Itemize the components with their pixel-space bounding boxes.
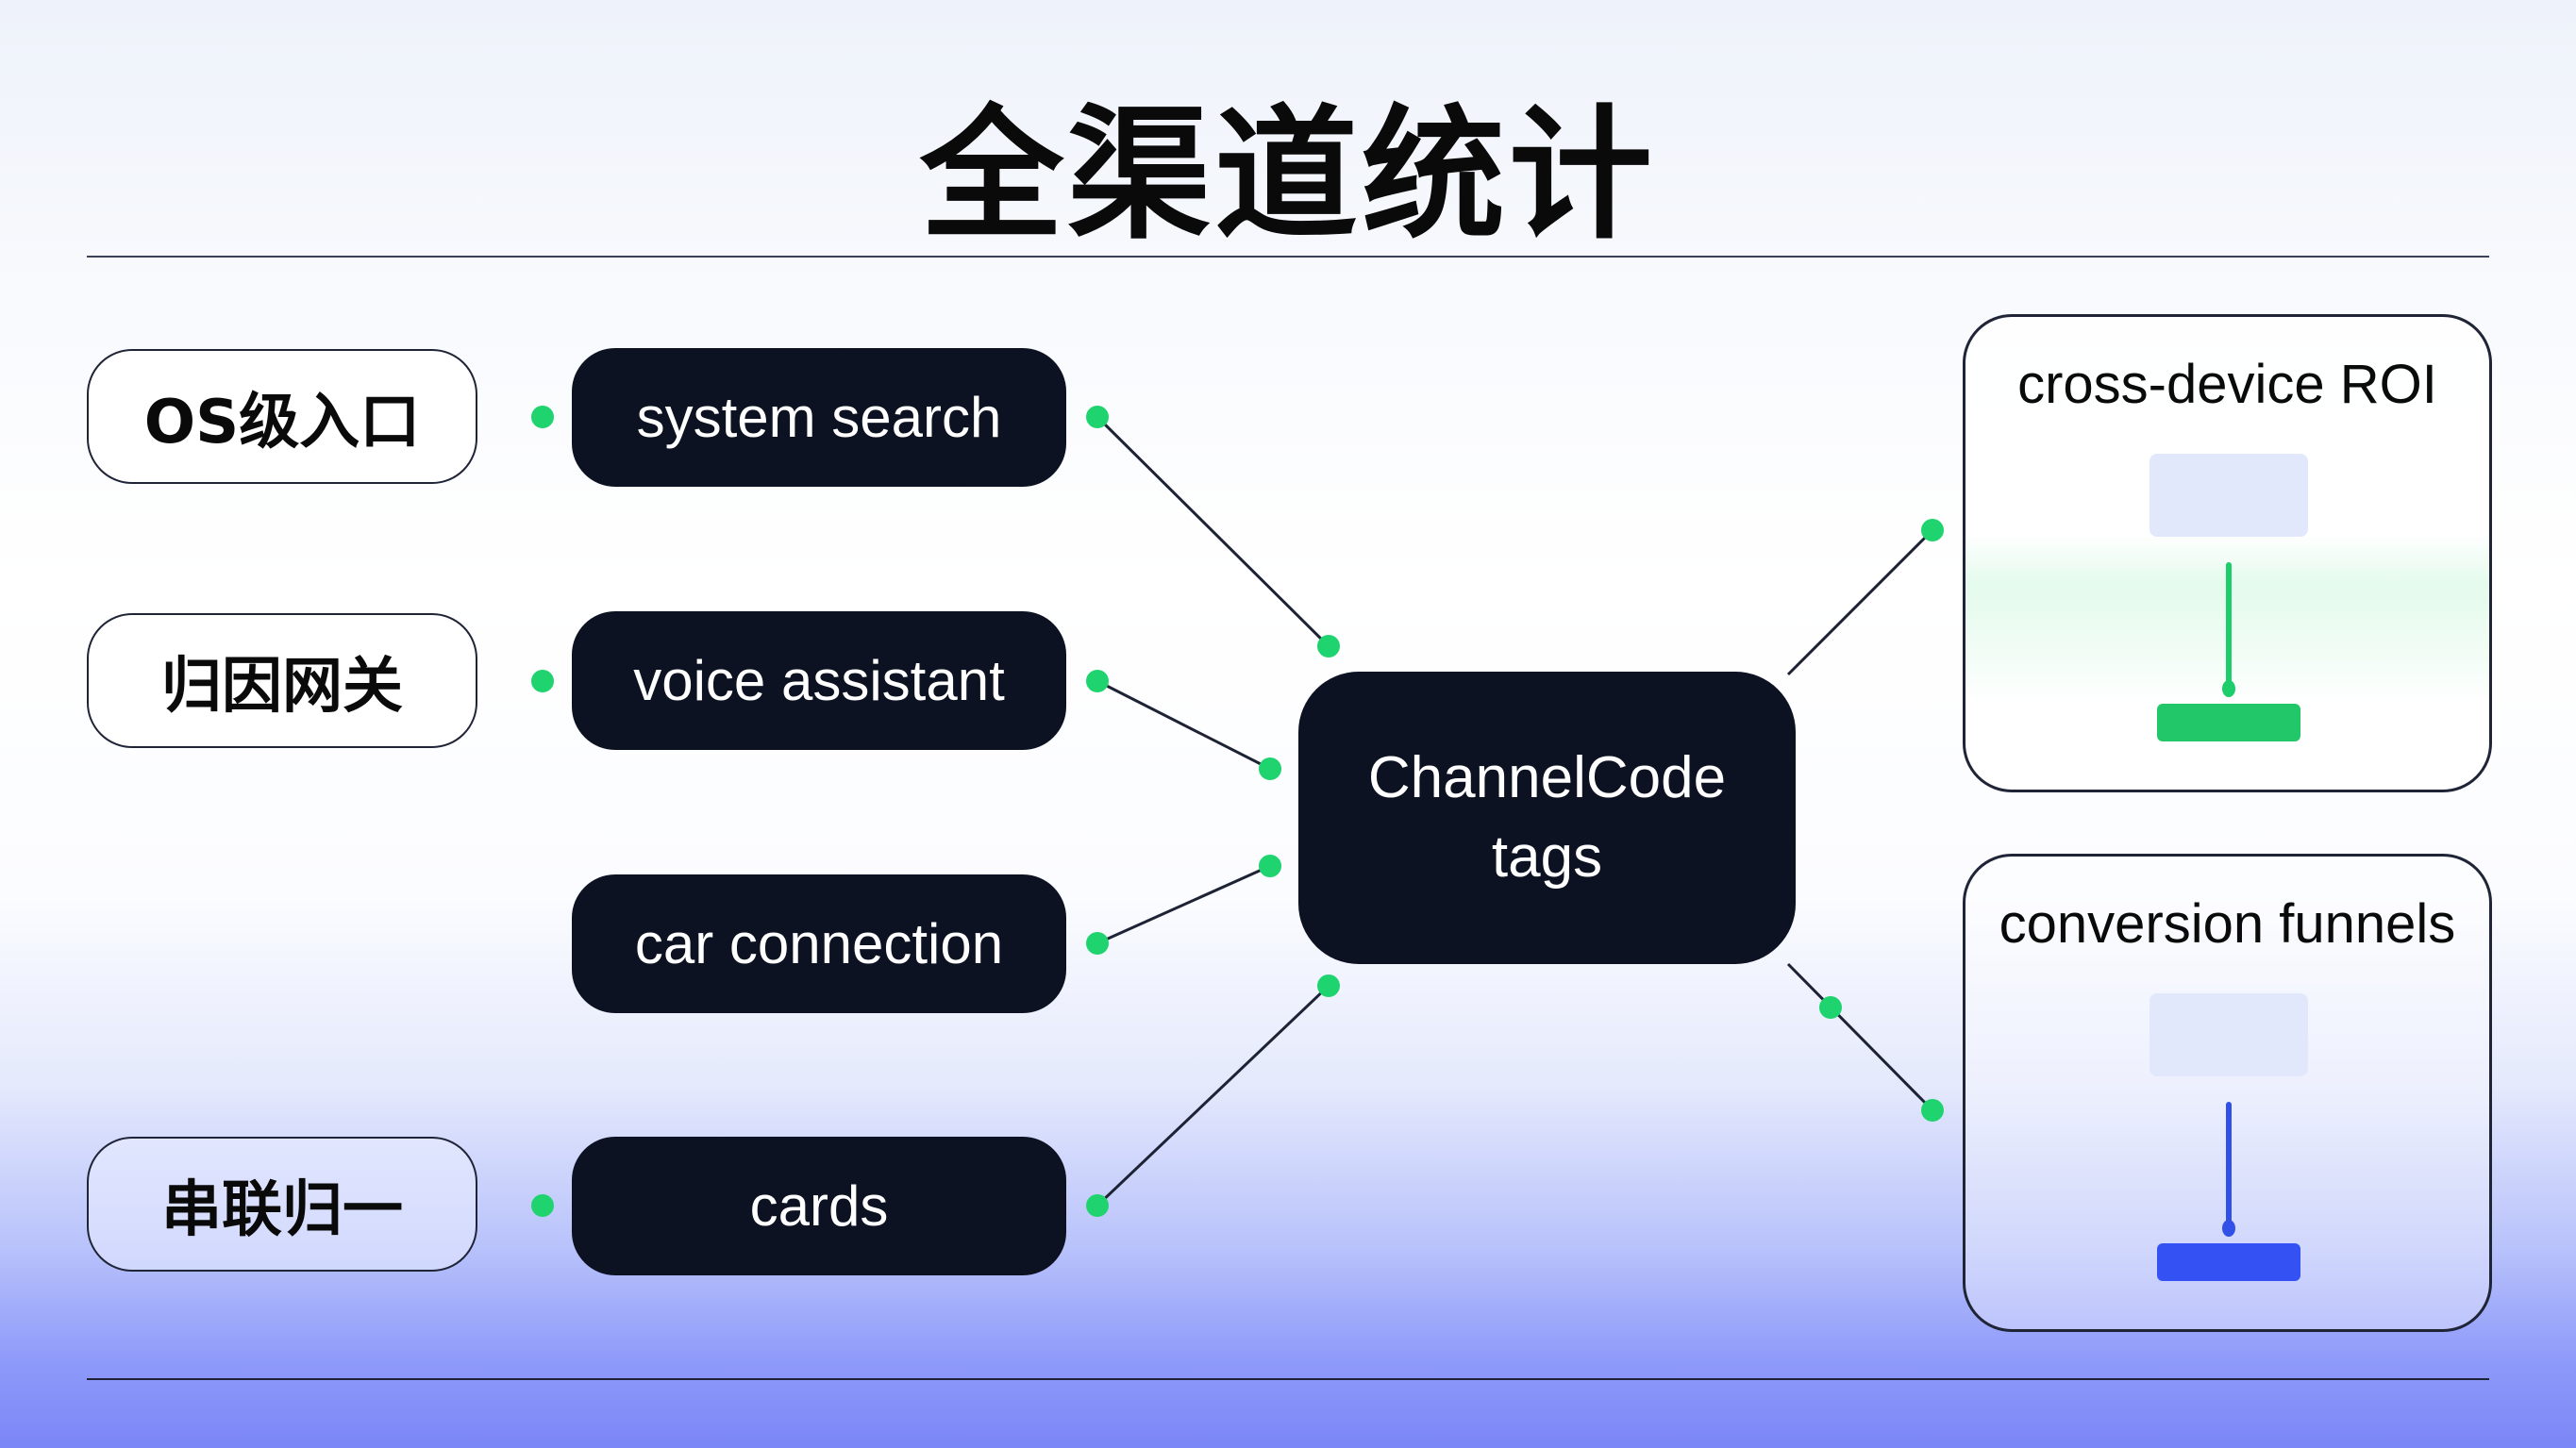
- connector-hub-roi: [1786, 528, 1934, 676]
- connector-cards-hub: [1096, 984, 1330, 1207]
- label-os-entry: OS级入口: [87, 349, 477, 484]
- source-block-icon: [2149, 454, 2308, 537]
- connector-dot: [1921, 1099, 1944, 1122]
- flow-dot-icon: [2222, 1220, 2235, 1237]
- bottom-divider: [87, 1378, 2489, 1380]
- connector-voice-assistant-hub: [1096, 679, 1271, 771]
- connector-dot: [531, 1194, 554, 1217]
- panel-conversion-funnels[interactable]: conversion funnels: [1963, 854, 2492, 1332]
- node-voice-assistant[interactable]: voice assistant: [572, 611, 1066, 750]
- connector-hub-funnels: [1786, 962, 1934, 1112]
- node-car-connection[interactable]: car connection: [572, 874, 1066, 1013]
- target-block-icon: [2157, 704, 2300, 741]
- target-block-icon: [2157, 1243, 2300, 1281]
- node-system-search[interactable]: system search: [572, 348, 1066, 487]
- connector-dot: [1086, 670, 1109, 692]
- label-attribution-gateway: 归因网关: [87, 613, 477, 748]
- page-title: 全渠道统计: [920, 92, 1656, 258]
- label-unify: 串联归一: [87, 1137, 477, 1272]
- connector-dot: [531, 670, 554, 692]
- connector-dot: [531, 406, 554, 428]
- flow-stem-icon: [2226, 562, 2232, 687]
- top-divider: [87, 256, 2489, 258]
- hub-line-1: ChannelCode: [1367, 745, 1727, 810]
- source-block-icon: [2149, 993, 2308, 1076]
- panel-cross-device-roi[interactable]: cross-device ROI: [1963, 314, 2492, 792]
- connector-dot: [1086, 1194, 1109, 1217]
- connector-dot: [1921, 519, 1944, 541]
- connector-system-search-hub: [1096, 415, 1330, 648]
- connector-dot: [1086, 932, 1109, 955]
- connector-dot: [1086, 406, 1109, 428]
- flow-stem-icon: [2226, 1102, 2232, 1226]
- panel-title: cross-device ROI: [2017, 354, 2437, 415]
- hub-line-2: tags: [1491, 824, 1603, 890]
- connector-car-connection-hub: [1096, 864, 1271, 945]
- connector-dot: [1259, 855, 1281, 877]
- hub-channelcode-tags[interactable]: ChannelCode tags: [1298, 672, 1796, 964]
- node-cards[interactable]: cards: [572, 1137, 1066, 1275]
- panel-title: conversion funnels: [1999, 893, 2456, 955]
- connector-dot: [1317, 974, 1340, 997]
- flow-dot-icon: [2222, 680, 2235, 697]
- connector-dot: [1259, 757, 1281, 780]
- connector-dot: [1819, 996, 1842, 1019]
- connector-dot: [1317, 635, 1340, 657]
